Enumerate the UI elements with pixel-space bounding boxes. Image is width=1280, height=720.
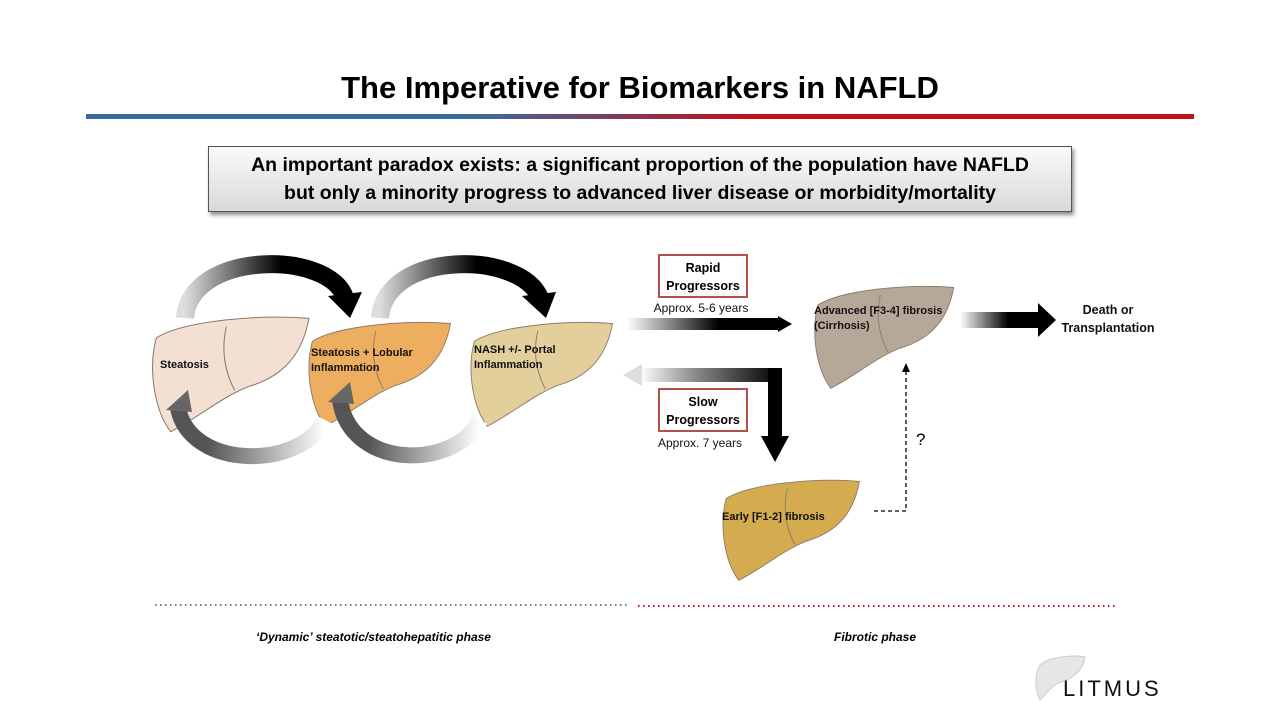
outcome-arrow [960,303,1056,337]
label-lobular-2: Inflammation [311,362,380,374]
fibrotic-phase-label: Fibrotic phase [834,630,917,644]
litmus-liver-logo-icon [1035,655,1086,701]
label-advanced-1: Advanced [F3-4] fibrosis [814,305,942,317]
label-advanced-2: (Cirrhosis) [814,320,870,332]
liver-early-fibrosis [722,479,860,581]
rapid-line-2: Progressors [666,279,740,293]
cycle-arrow-top-2 [371,255,556,320]
slow-progression-arrow [623,364,789,462]
label-nash-1: NASH +/- Portal [474,344,556,356]
slow-line-2: Progressors [666,413,740,427]
rapid-time: Approx. 5-6 years [654,301,749,315]
rapid-progressors-label: Rapid Progressors [658,254,748,298]
rapid-progression-arrow [627,316,792,332]
question-mark: ? [916,430,925,449]
cycle-arrow-bottom-2 [328,382,488,464]
uncertain-progression-dashed-arrow [874,363,910,512]
liver-advanced-fibrosis [814,285,955,389]
outcome-line-1: Death or [1083,303,1134,317]
label-nash-2: Inflammation [474,359,543,371]
label-steatosis: Steatosis [160,359,209,371]
title-rule [86,114,1194,119]
liver-nash [470,322,613,427]
slide-title: The Imperative for Biomarkers in NAFLD [341,70,939,105]
outcome-line-2: Transplantation [1061,321,1154,335]
cycle-arrow-bottom-1 [166,390,333,464]
rapid-line-1: Rapid [685,261,721,275]
callout-line-1: An important paradox exists: a significa… [251,154,1029,176]
liver-lobular-inflammation [308,322,451,427]
litmus-logo: LITMUS [1063,676,1162,701]
callout-line-2: but only a minority progress to advanced… [284,182,996,204]
slow-line-1: Slow [688,395,718,409]
slow-progressors-label: Slow Progressors [658,388,748,432]
slow-time: Approx. 7 years [658,436,742,450]
label-early: Early [F1-2] fibrosis [722,511,825,523]
dynamic-phase-label: ‘Dynamic’ steatotic/steatohepatitic phas… [256,630,491,644]
paradox-callout: An important paradox exists: a significa… [208,146,1072,212]
label-lobular-1: Steatosis + Lobular [311,347,413,359]
cycle-arrow-top-1 [176,255,362,320]
